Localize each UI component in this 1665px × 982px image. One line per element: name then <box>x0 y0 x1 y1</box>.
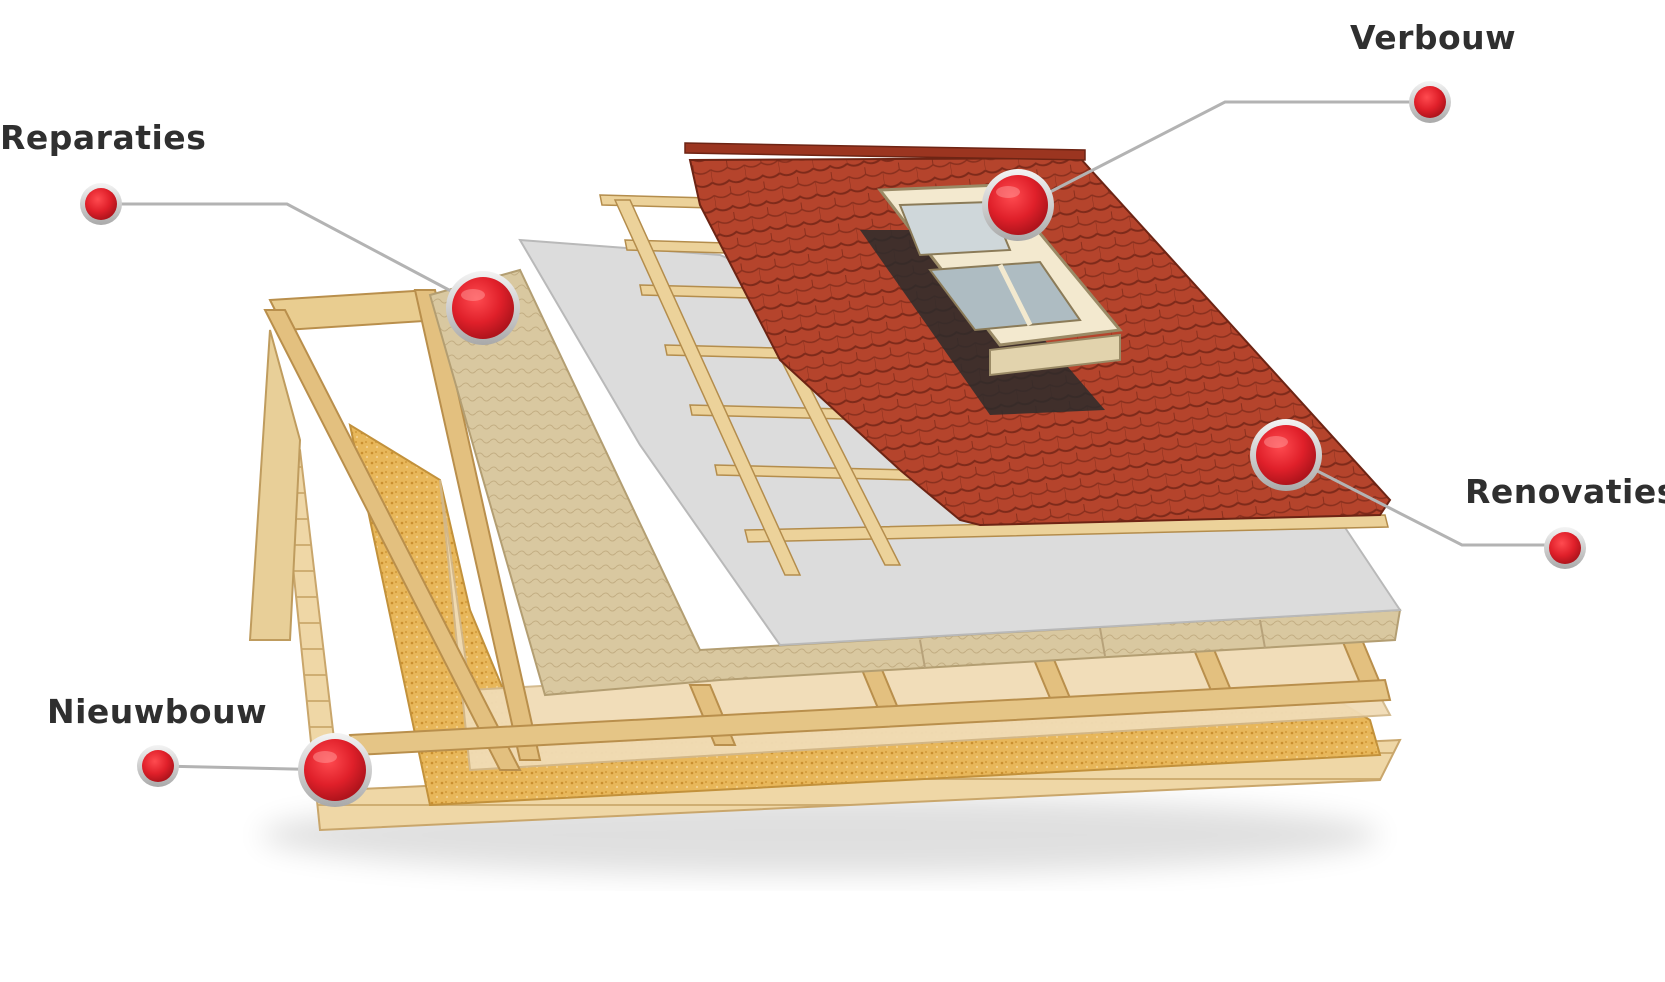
connector-verbouw <box>1049 100 1430 194</box>
hotspot-renovaties-small[interactable] <box>1544 527 1586 569</box>
insulation-layer <box>428 268 1402 697</box>
hotspot-renovaties-large[interactable] <box>1250 419 1322 491</box>
hotspot-nieuwbouw-large[interactable] <box>298 733 372 807</box>
hotspot-reparaties-large[interactable] <box>446 271 520 345</box>
hotspot-verbouw-small[interactable] <box>1409 81 1451 123</box>
roof-window-icon <box>877 183 1123 377</box>
roof-ridge-cap <box>684 142 1086 161</box>
label-renovaties[interactable]: Renovaties <box>1465 472 1665 511</box>
insulation-seams <box>919 619 1266 669</box>
label-verbouw[interactable]: Verbouw <box>1350 18 1517 57</box>
connector-lines <box>120 100 1560 772</box>
hotspot-nieuwbouw-small[interactable] <box>137 745 179 787</box>
hotspot-reparaties-small[interactable] <box>80 183 122 225</box>
label-reparaties[interactable]: Reparaties <box>0 118 207 157</box>
connector-reparaties <box>120 202 484 310</box>
label-nieuwbouw[interactable]: Nieuwbouw <box>47 692 268 731</box>
hotspot-verbouw-large[interactable] <box>982 169 1054 241</box>
gable-end-wall <box>248 329 302 641</box>
connector-renovaties <box>1285 453 1560 547</box>
